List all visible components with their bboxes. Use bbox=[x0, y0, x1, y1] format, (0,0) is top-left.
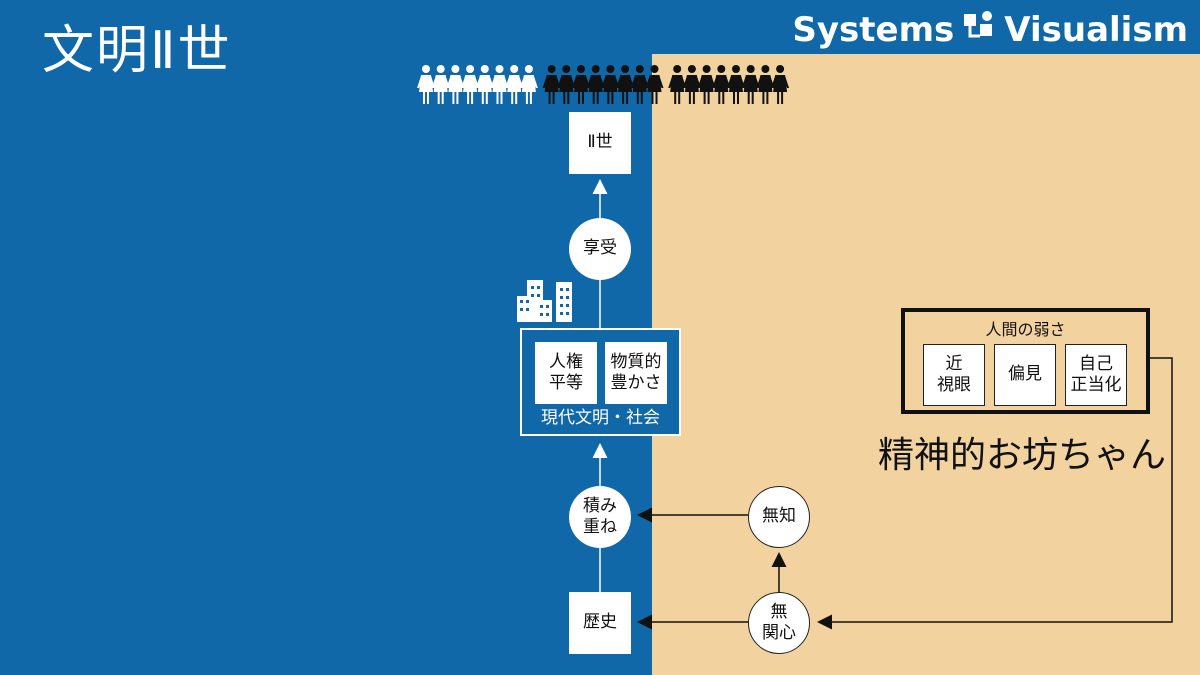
civilization-label: 現代文明・社会 bbox=[541, 408, 660, 428]
brand-text-left: Systems bbox=[792, 9, 955, 50]
node-shortsighted: 近 視眼 bbox=[923, 344, 985, 406]
person-black-icon bbox=[712, 65, 731, 104]
person-black-icon bbox=[756, 65, 775, 104]
node-ignorance: 無知 bbox=[748, 486, 810, 548]
person-black-icon bbox=[572, 65, 590, 104]
node-history: 歴史 bbox=[569, 592, 631, 654]
brand-text-right: Visualism bbox=[1004, 9, 1188, 50]
person-white-icon bbox=[519, 65, 538, 104]
node-gen2: Ⅱ世 bbox=[569, 112, 631, 174]
person-black-icon bbox=[557, 65, 576, 104]
person-black-icon bbox=[630, 65, 649, 104]
page-title: 文明Ⅱ世 bbox=[42, 21, 232, 81]
person-black-icon bbox=[741, 65, 760, 104]
person-black-icon bbox=[542, 65, 561, 104]
person-black-icon bbox=[771, 65, 790, 104]
node-material-wealth: 物質的 豊かさ bbox=[605, 342, 667, 404]
human-weakness-group: 人間の弱さ 近 視眼 偏見 自己 正当化 bbox=[901, 308, 1150, 414]
brand-logo: Systems Visualism bbox=[792, 8, 1188, 51]
person-black-icon bbox=[697, 65, 716, 104]
person-black-icon bbox=[645, 65, 664, 104]
person-black-icon bbox=[668, 65, 687, 104]
person-white-icon bbox=[475, 65, 494, 104]
node-accumulate: 積み 重ね bbox=[569, 486, 631, 548]
person-white-icon bbox=[446, 65, 465, 104]
person-white-icon bbox=[490, 65, 509, 104]
person-white-icon bbox=[417, 65, 435, 104]
person-black-icon bbox=[682, 65, 701, 104]
arrow-weakness-indifference bbox=[817, 357, 1173, 630]
node-human-rights: 人権 平等 bbox=[535, 342, 597, 404]
human-weakness-label: 人間の弱さ bbox=[985, 320, 1066, 339]
people-row bbox=[417, 65, 790, 104]
person-black-icon bbox=[601, 65, 620, 104]
node-prejudice: 偏見 bbox=[994, 344, 1056, 406]
systems-logo-icon bbox=[962, 8, 996, 51]
person-black-icon bbox=[616, 65, 635, 104]
node-enjoy: 享受 bbox=[569, 218, 631, 280]
person-white-icon bbox=[461, 65, 480, 104]
node-self-justification: 自己 正当化 bbox=[1065, 344, 1127, 406]
person-black-icon bbox=[727, 65, 745, 104]
civilization-group: 人権 平等 物質的 豊かさ 現代文明・社会 bbox=[520, 328, 681, 436]
node-indifference: 無 関心 bbox=[748, 592, 810, 654]
person-white-icon bbox=[505, 65, 524, 104]
buildings-icon bbox=[517, 280, 572, 322]
person-white-icon bbox=[431, 65, 450, 104]
spiritual-rich-kid-label: 精神的お坊ちゃん bbox=[878, 435, 1167, 476]
person-black-icon bbox=[586, 65, 605, 104]
